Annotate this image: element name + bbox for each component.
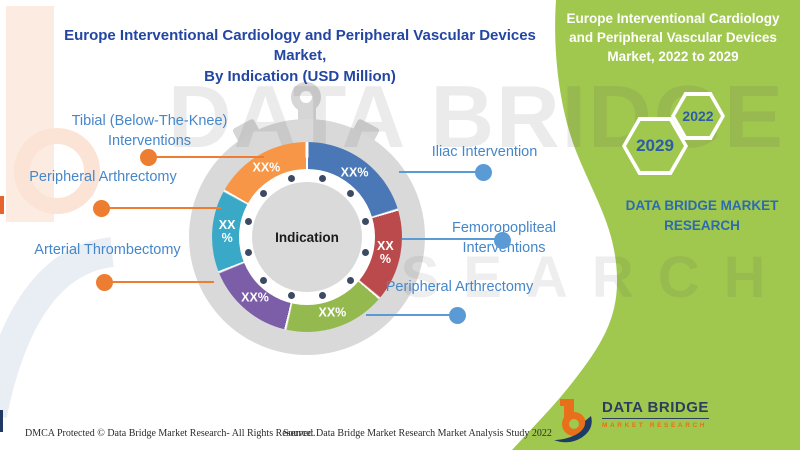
banner-title-line2: and Peripheral Vascular Devices — [569, 29, 777, 45]
databridge-logo-text: DATA BRIDGE MARKET RESEARCH — [602, 399, 709, 429]
callout-line-femoropopliteal — [402, 238, 497, 240]
callout-label-tibial: Tibial (Below-The-Knee) Interventions — [71, 113, 228, 149]
banner-brand-line1: DATA BRIDGE MARKET — [625, 198, 779, 213]
callout-label-femoropopliteal: Femoropopliteal Interventions — [452, 220, 556, 256]
banner-brand-line2: RESEARCH — [664, 217, 740, 233]
segment-value-label: XX% — [241, 290, 269, 305]
segment-value-label: XX% — [318, 305, 347, 320]
callout-label-peripheral-arthrectomy-right: Peripheral Arthrectomy — [385, 279, 534, 295]
clock-dots — [212, 142, 402, 332]
segment-value-label: XX% — [252, 160, 281, 175]
callout-line-peripheral-arthrectomy-right — [366, 314, 452, 316]
page-title-line1: Europe Interventional Cardiology and Per… — [64, 27, 536, 65]
clock-dot — [346, 190, 354, 198]
callout-dot-femoropopliteal — [494, 232, 511, 249]
callout-line-iliac — [399, 171, 479, 173]
callout-line-tibial — [156, 156, 264, 158]
banner-title-line1: Europe Interventional Cardiology — [566, 11, 780, 26]
banner-title: Europe Interventional Cardiology and Per… — [552, 10, 794, 67]
databridge-logo-icon — [554, 399, 592, 443]
callout-line-peripheral-arthrectomy-left — [109, 207, 221, 209]
hexagon-2022-year: 2022 — [675, 96, 721, 136]
clock-dot — [346, 276, 354, 284]
logo-brand-name: DATA BRIDGE — [602, 399, 709, 419]
page-title: Europe Interventional Cardiology and Per… — [40, 26, 560, 87]
left-watermark-swoosh — [0, 237, 115, 418]
donut-center-label: Indication — [275, 229, 339, 245]
clock-dot — [362, 217, 370, 225]
callout-dot-tibial — [140, 149, 157, 166]
clock-dot — [362, 249, 370, 257]
hexagon-2022: 2022 — [671, 92, 725, 140]
callout-dot-peripheral-arthrectomy-left — [93, 200, 110, 217]
clock-dot — [319, 292, 327, 300]
logo-tagline: MARKET RESEARCH — [602, 422, 708, 429]
clock-dot — [244, 249, 252, 257]
left-edge-navy-sliver — [0, 410, 3, 432]
clock-dot — [260, 190, 268, 198]
left-edge-orange-sliver — [0, 196, 4, 214]
callout-dot-arterial-thrombectomy — [96, 274, 113, 291]
footer-source-text: Source: Data Bridge Market Research Mark… — [283, 428, 552, 439]
banner-title-line3: Market, 2022 to 2029 — [607, 48, 739, 64]
segment-value-label: XX% — [340, 165, 369, 180]
callout-dot-iliac — [475, 164, 492, 181]
hexagon-2029-year: 2029 — [626, 121, 684, 171]
page-title-line2: By Indication (USD Million) — [204, 67, 396, 85]
segment-value-label: XX % — [218, 217, 236, 246]
callout-label-arterial-thrombectomy: Arterial Thrombectomy — [34, 242, 181, 258]
clock-dot — [287, 174, 295, 182]
clock-dot — [319, 174, 327, 182]
clock-dot — [260, 276, 268, 284]
callout-label-iliac: Iliac Intervention — [431, 144, 538, 160]
clock-dot — [287, 292, 295, 300]
segment-labels: XX% XX % XX% XX% XX % XX% — [212, 142, 402, 332]
segment-value-label: XX % — [377, 238, 394, 266]
banner-brand-text: DATA BRIDGE MARKET RESEARCH — [608, 196, 796, 235]
donut-center-circle: Indication — [252, 182, 362, 292]
callout-line-arterial-thrombectomy — [112, 281, 214, 283]
footer-dmca-text: DMCA Protected © Data Bridge Market Rese… — [25, 428, 316, 439]
clock-dot — [244, 217, 252, 225]
callout-dot-peripheral-arthrectomy-right — [449, 307, 466, 324]
callout-label-peripheral-arthrectomy-left: Peripheral Arthrectomy — [29, 169, 177, 185]
